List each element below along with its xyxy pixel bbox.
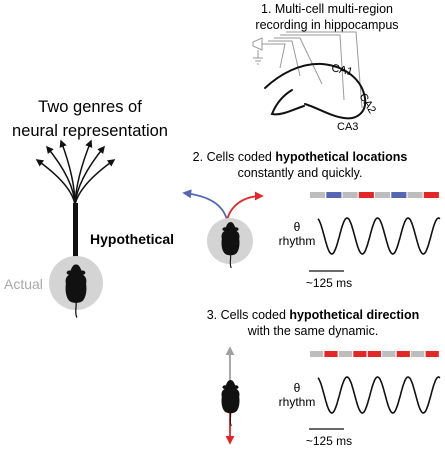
electrode-shank [268,40,301,77]
code-bar-segment [324,351,338,357]
step3-line1-bold: hypothetical direction [289,308,419,322]
step3-line2: with the same dynamic. [247,324,379,338]
hypothetical-label: Hypothetical [90,231,174,247]
code-bar-segment [423,192,439,198]
step3-rhythm-label: rhythm [279,395,316,409]
ground-icon [253,50,263,65]
red-hypothetical-arrow [226,191,264,221]
fan-arrow [59,139,76,206]
code-bar-segment [396,351,410,357]
electrode-array [252,31,363,109]
fan-arrow [74,159,116,206]
step1-line1: 1. Multi-cell multi-region [261,2,393,16]
connector-icon [252,37,263,51]
left-title-line1: Two genres of [38,98,142,116]
dentate-gyrus [270,89,305,116]
step3-scale-label: ~125 ms [306,434,352,448]
region-label-ca1: CA1 [330,62,353,78]
step2-scale-label: ~125 ms [306,276,352,290]
rat-icon [221,379,240,427]
step3-code-bar [310,351,439,357]
step2-rhythm-label: rhythm [279,234,316,248]
code-bar-segment [353,351,367,357]
step3-theta-symbol: θ [294,381,301,395]
actual-label: Actual [4,276,43,292]
hippocampus-outline [264,62,367,120]
hypothetical-stem [73,203,78,263]
blue-hypothetical-arrow [182,189,228,221]
hypothetical-fan-arrows [35,139,116,206]
electrode-shank [280,34,345,101]
step3-theta-wave [317,376,441,414]
step2-line1: 2. Cells coded hypothetical locations [193,150,408,164]
code-bar-segment [375,192,391,198]
code-bar-segment [326,192,342,198]
rat-icon [65,263,87,319]
electrode-shank [262,43,286,69]
code-bar-segment [367,351,381,357]
left-title-line2: neural representation [12,122,168,140]
code-bar-segment [358,192,374,198]
step2-line1-prefix: 2. Cells coded [193,150,276,164]
electrode-shank [286,31,363,109]
code-bar-segment [407,192,423,198]
code-bar-segment [310,192,326,198]
code-bar-segment [425,351,439,357]
code-bar-segment [411,351,425,357]
step2-line2: constantly and quickly. [238,166,363,180]
code-bar-segment [391,192,407,198]
step2-theta-wave [317,217,441,255]
step2-line1-bold: hypothetical locations [275,150,407,164]
step2-theta-symbol: θ [294,220,301,234]
step3-line1: 3. Cells coded hypothetical direction [207,308,420,322]
step3-line1-prefix: 3. Cells coded [207,308,290,322]
fan-arrow [46,145,76,206]
electrode-shank [274,37,323,85]
region-label-ca3: CA3 [337,121,358,133]
hippocampus-outer-arc [264,62,367,120]
code-bar-segment [382,351,396,357]
code-bar-segment [342,192,358,198]
region-label-ca2: CA2 [356,91,378,116]
fan-arrow [74,139,93,206]
step1-line2: recording in hippocampus [255,18,398,32]
step2-code-bar [310,192,439,198]
code-bar-segment [338,351,353,357]
code-bar-segment [310,351,324,357]
